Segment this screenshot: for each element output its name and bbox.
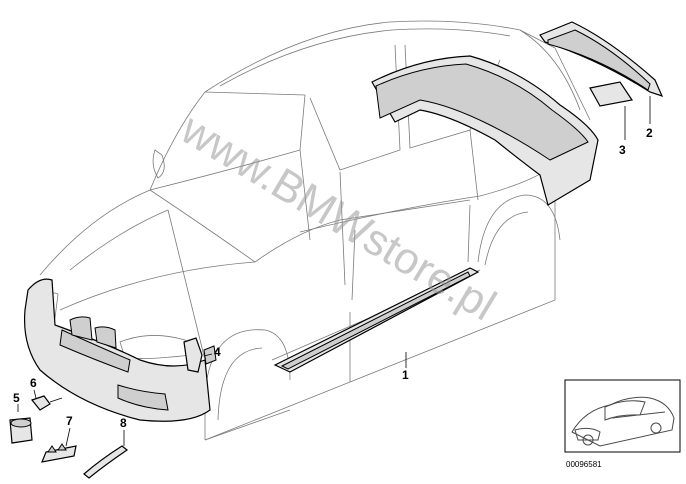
side-skirt-part bbox=[273, 267, 480, 373]
clip-strip-part-7 bbox=[41, 443, 77, 463]
callout-8: 8 bbox=[120, 416, 127, 430]
callout-1: 1 bbox=[402, 368, 409, 382]
rear-bumper-part bbox=[371, 55, 599, 206]
reference-number: 00096581 bbox=[566, 460, 602, 469]
callout-2: 2 bbox=[646, 126, 653, 140]
leader-lines bbox=[17, 96, 651, 447]
bracket-part-4 bbox=[183, 337, 217, 373]
watermark: www.BMWstore.pl bbox=[172, 104, 504, 330]
callout-3: 3 bbox=[619, 143, 626, 157]
callout-6: 6 bbox=[30, 376, 37, 390]
edge-trim-part-8 bbox=[83, 445, 129, 479]
sensor-part-5 bbox=[9, 417, 33, 444]
callout-4: 4 bbox=[214, 345, 221, 359]
rear-trim-part bbox=[589, 81, 634, 107]
clip-part-6 bbox=[30, 395, 63, 411]
callout-7: 7 bbox=[66, 414, 73, 428]
front-bumper-part bbox=[23, 278, 211, 422]
rear-lip-part bbox=[539, 21, 664, 97]
car-outline bbox=[39, 20, 591, 441]
callout-5: 5 bbox=[13, 391, 20, 405]
thumbnail-inset bbox=[564, 379, 681, 453]
